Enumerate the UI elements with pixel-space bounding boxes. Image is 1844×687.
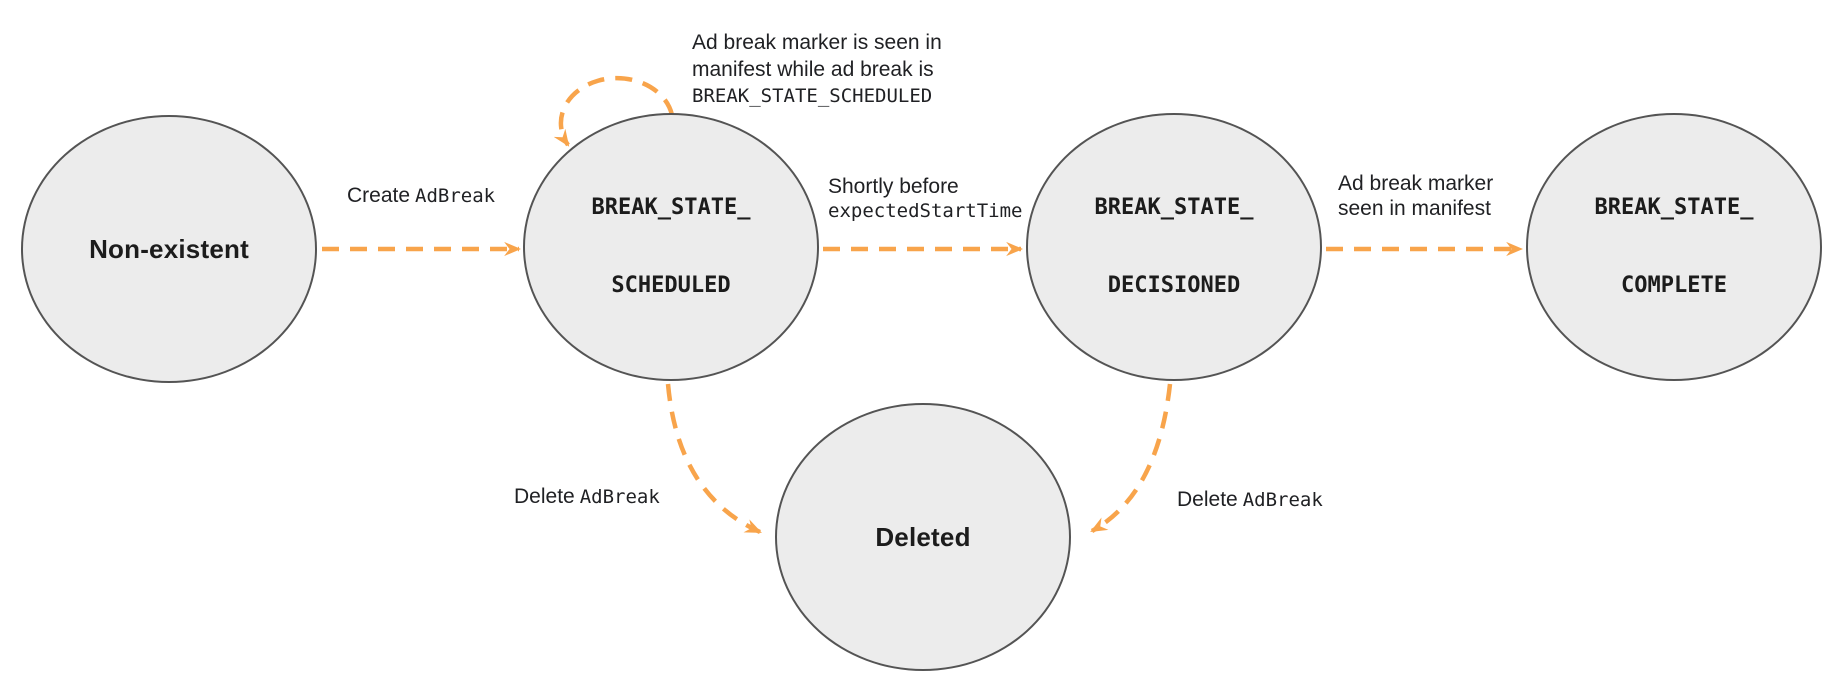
state-node-break-state-decisioned: BREAK_STATE_ DECISIONED xyxy=(1026,113,1322,381)
transition-label-code: BREAK_STATE_SCHEDULED xyxy=(692,85,933,107)
state-label-line1: BREAK_STATE_ xyxy=(1094,195,1254,220)
state-node-break-state-scheduled: BREAK_STATE_ SCHEDULED xyxy=(523,113,819,381)
state-label-line1: BREAK_STATE_ xyxy=(591,195,751,220)
transition-label-code: AdBreak xyxy=(579,486,660,508)
transition-label-code: AdBreak xyxy=(415,185,496,207)
state-node-break-state-complete: BREAK_STATE_ COMPLETE xyxy=(1526,113,1822,381)
transition-label-line1: Ad break marker xyxy=(1338,172,1494,195)
state-node-deleted: Deleted xyxy=(775,403,1071,671)
transition-label-marker-seen: Ad break marker seen in manifest xyxy=(1338,171,1493,221)
state-node-non-existent: Non-existent xyxy=(21,115,317,383)
state-label-non-existent: Non-existent xyxy=(89,233,249,264)
transition-label-line2: seen in manifest xyxy=(1338,197,1491,220)
transition-label-marker-while-scheduled: Ad break marker is seen in manifest whil… xyxy=(692,29,942,110)
transition-label-line1: Ad break marker is seen in xyxy=(692,31,942,54)
state-label-deleted: Deleted xyxy=(875,521,971,552)
state-label-line2: COMPLETE xyxy=(1621,273,1727,298)
state-label-break-state-scheduled: BREAK_STATE_ SCHEDULED xyxy=(592,143,751,351)
transition-label-text: Shortly before xyxy=(828,175,959,198)
state-label-line2: DECISIONED xyxy=(1107,273,1241,298)
transition-label-text: Create xyxy=(347,184,411,207)
transition-label-before-expectedstarttime: Shortly before expectedStartTime xyxy=(828,174,1022,224)
state-label-break-state-decisioned: BREAK_STATE_ DECISIONED xyxy=(1095,143,1254,351)
transition-label-code: AdBreak xyxy=(1242,489,1323,511)
arrow-delete-from-scheduled xyxy=(665,383,762,535)
state-label-line2: SCHEDULED xyxy=(611,273,731,298)
arrow-delete-from-decisioned xyxy=(1090,383,1173,533)
transition-label-line2: manifest while ad break is xyxy=(692,58,934,81)
transition-label-text: Delete xyxy=(514,485,575,508)
transition-label-code: expectedStartTime xyxy=(828,200,1023,222)
state-label-break-state-complete: BREAK_STATE_ COMPLETE xyxy=(1595,143,1754,351)
transition-label-text: Delete xyxy=(1177,488,1238,511)
state-label-line1: BREAK_STATE_ xyxy=(1594,195,1754,220)
